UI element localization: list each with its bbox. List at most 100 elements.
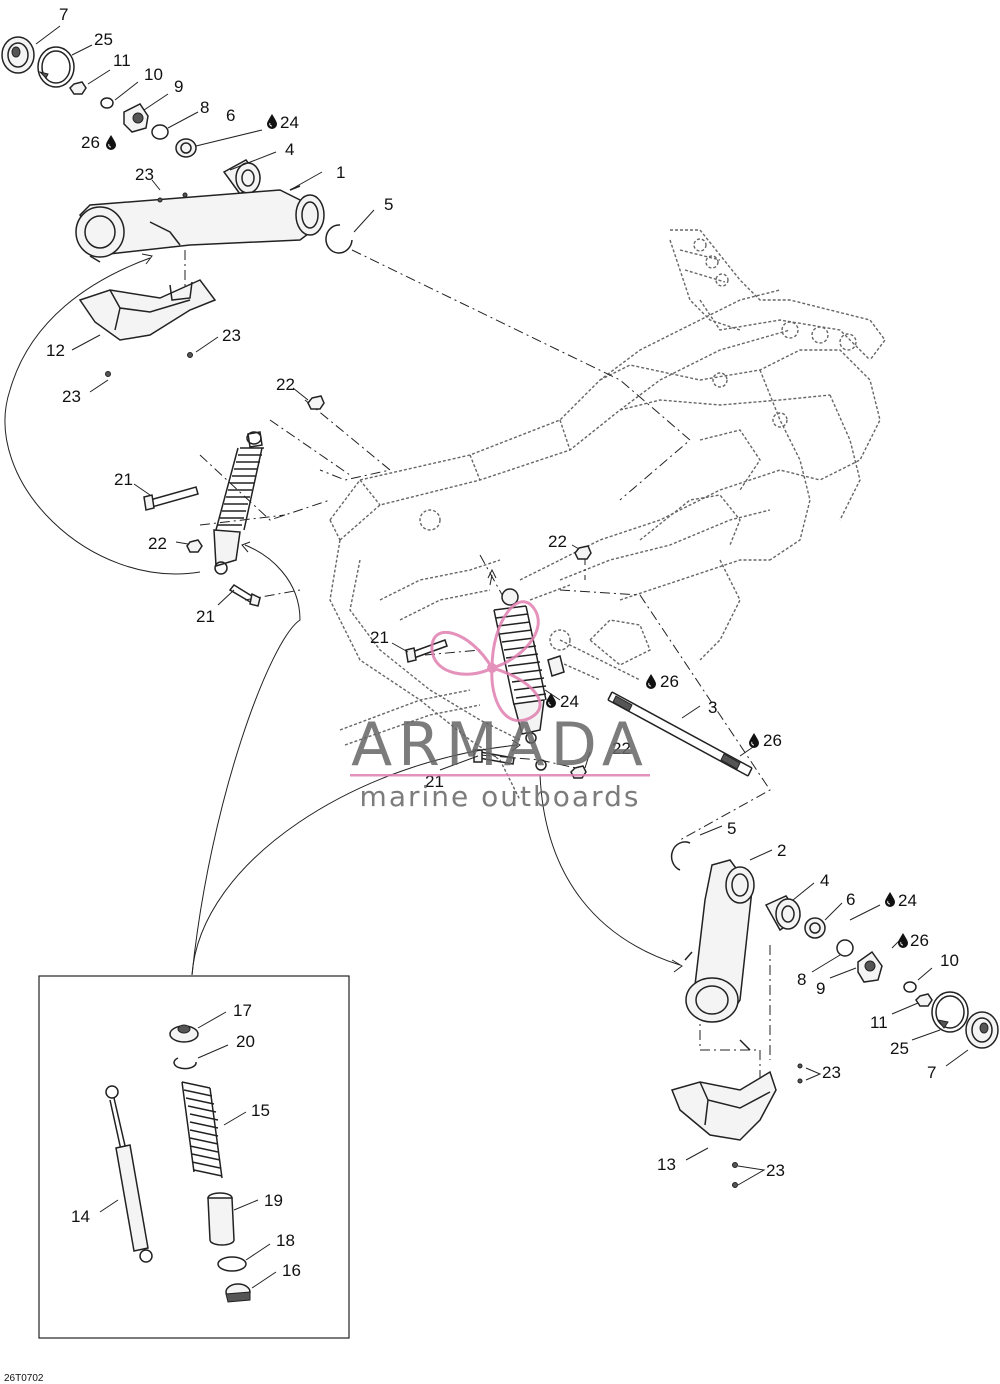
- damper-body: [105, 1085, 153, 1263]
- callout-9: 9: [174, 77, 183, 96]
- bolt-lower-left: [228, 584, 261, 607]
- bolt-center-upper: [405, 639, 448, 663]
- callout-7: 7: [927, 1063, 936, 1082]
- callout-21: 21: [425, 772, 444, 791]
- callout-18: 18: [276, 1231, 295, 1250]
- callout-3: 3: [708, 698, 717, 717]
- shock-absorber-upper-left: [213, 431, 264, 575]
- seal-right: [804, 917, 826, 939]
- callout-13: 13: [657, 1155, 676, 1174]
- callout-21: 21: [114, 470, 133, 489]
- callout-9: 9: [816, 979, 825, 998]
- o-ring-left: [151, 124, 169, 140]
- callout-24: 24: [898, 891, 917, 910]
- bump-sleeve: [207, 1192, 235, 1246]
- skid-plate-left: [78, 279, 217, 341]
- callout-26: 26: [81, 133, 100, 152]
- callout-23: 23: [222, 326, 241, 345]
- callout-6: 6: [226, 106, 235, 125]
- callout-12: 12: [46, 341, 65, 360]
- seal-left: [175, 138, 197, 158]
- swing-arm-left: [75, 185, 325, 263]
- callout-21: 21: [370, 628, 389, 647]
- callout-numbers: 7 25 11 10 9 8 6 24 26 4 23 1 5 23 12 23…: [46, 5, 959, 1280]
- callout-2: 2: [777, 841, 786, 860]
- callout-6: 6: [846, 890, 855, 909]
- clamp-right: [931, 991, 969, 1033]
- watermark-tagline: marine outboards: [360, 780, 641, 813]
- vehicle-frame: [329, 229, 886, 801]
- screw-left-2: [105, 371, 111, 377]
- callout-11: 11: [870, 1013, 888, 1032]
- callout-25: 25: [890, 1039, 909, 1058]
- clamp-left: [37, 46, 75, 88]
- washer-left: [100, 97, 114, 109]
- lower-washer: [217, 1256, 247, 1272]
- bearing-cover-right: [857, 950, 883, 983]
- o-ring-right: [836, 939, 854, 957]
- watermark-brand: ARMADA: [351, 710, 649, 780]
- callout-24: 24: [280, 113, 299, 132]
- hub-cap-left: [1, 36, 35, 74]
- callout-22: 22: [548, 532, 567, 551]
- drawing-code: 26T0702: [4, 1373, 44, 1384]
- skid-plate-right: [670, 1070, 777, 1141]
- coil-spring: [181, 1081, 223, 1179]
- reference-arrows: [4, 253, 683, 976]
- callout-23: 23: [766, 1161, 785, 1180]
- callout-25: 25: [94, 30, 113, 49]
- propeller-logo-icon: [430, 600, 542, 722]
- callout-22: 22: [612, 739, 631, 758]
- bushing-center: [535, 759, 547, 771]
- callout-19: 19: [264, 1191, 283, 1210]
- callout-11: 11: [113, 51, 131, 70]
- callout-5: 5: [384, 195, 393, 214]
- callout-5: 5: [727, 819, 736, 838]
- callout-8: 8: [797, 970, 806, 989]
- callout-15: 15: [251, 1101, 270, 1120]
- callout-26: 26: [910, 931, 929, 950]
- callout-26: 26: [763, 731, 782, 750]
- shock-detail-inset: [38, 975, 350, 1339]
- callout-20: 20: [236, 1032, 255, 1051]
- screw-left-1: [187, 352, 193, 358]
- nut-center-upper: [574, 545, 592, 560]
- callout-23: 23: [822, 1063, 841, 1082]
- callout-17: 17: [233, 1001, 252, 1020]
- nut-shock-left: [186, 539, 203, 553]
- bearing-right: [764, 895, 802, 932]
- snap-ring-left: [325, 224, 353, 254]
- nut-upper-center: [307, 395, 325, 410]
- assembly-lines: [184, 230, 771, 1080]
- callout-4: 4: [820, 871, 829, 890]
- lower-retainer: [225, 1283, 251, 1303]
- callout-4: 4: [285, 140, 294, 159]
- spring-retainer-top: [169, 1024, 199, 1043]
- callout-16: 16: [282, 1261, 301, 1280]
- callout-14: 14: [71, 1207, 90, 1226]
- armada-watermark: ARMADA marine outboards: [350, 600, 650, 813]
- callout-10: 10: [144, 65, 163, 84]
- callout-26: 26: [660, 672, 679, 691]
- callout-23: 23: [62, 387, 81, 406]
- callout-22: 22: [148, 534, 167, 553]
- swing-arm-left-assembly: [1, 36, 353, 377]
- callout-1: 1: [336, 163, 345, 182]
- callout-10: 10: [940, 951, 959, 970]
- callout-23: 23: [135, 165, 154, 184]
- callout-leaders: [35, 25, 969, 1289]
- nut-left: [69, 81, 87, 95]
- nut-right: [915, 993, 933, 1007]
- callout-22: 22: [276, 375, 295, 394]
- bearing-cover-left: [123, 103, 149, 133]
- callout-8: 8: [200, 98, 209, 117]
- pivot-axle: [607, 691, 753, 777]
- swing-arm-right: [684, 859, 755, 1051]
- washer-right: [903, 981, 917, 993]
- callout-24: 24: [560, 692, 579, 711]
- swing-arm-right-assembly: [670, 841, 999, 1188]
- bolt-upper-left: [143, 486, 199, 511]
- retainer-clip: [173, 1057, 197, 1070]
- callout-21: 21: [196, 607, 215, 626]
